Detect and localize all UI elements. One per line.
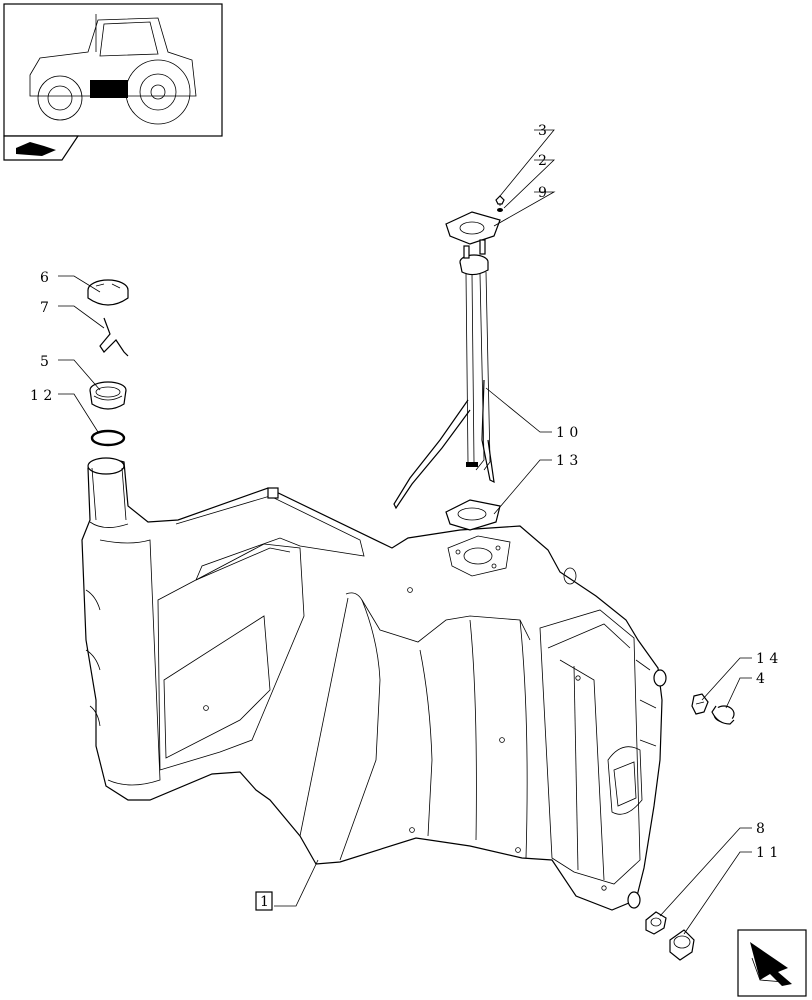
callout-6[interactable]: 6 (40, 270, 49, 286)
callout-11[interactable]: 1 1 (756, 845, 778, 861)
screw[interactable] (495, 195, 505, 206)
drain-cap[interactable] (669, 929, 695, 961)
cap-strap[interactable] (99, 317, 129, 357)
filler-neck-ring[interactable] (89, 381, 127, 410)
o-ring[interactable] (90, 429, 126, 447)
callout-5[interactable]: 5 (40, 354, 49, 370)
fuel-level-sender[interactable] (393, 239, 495, 510)
sender-gasket[interactable] (445, 211, 501, 245)
callout-2[interactable]: 2 (538, 153, 547, 169)
callout-1[interactable]: 1 (260, 894, 269, 910)
callout-9[interactable]: 9 (538, 185, 547, 201)
callout-3[interactable]: 3 (538, 123, 547, 139)
callout-13[interactable]: 1 3 (556, 453, 578, 469)
book-page-icon[interactable] (3, 135, 80, 161)
sender-seal-gasket[interactable] (445, 499, 501, 531)
tractor-thumbnail-icon[interactable] (3, 3, 223, 137)
callout-8[interactable]: 8 (756, 821, 765, 837)
callout-10[interactable]: 1 0 (556, 425, 578, 441)
filler-cap[interactable] (87, 279, 129, 306)
fuel-tank-body[interactable] (81, 457, 667, 911)
leader-lines (58, 129, 752, 935)
next-page-arrow-icon[interactable] (737, 929, 807, 997)
callout-14[interactable]: 1 4 (756, 651, 778, 667)
callout-labels: 3 2 9 6 7 5 1 2 1 0 1 3 1 4 4 8 1 1 1 (30, 123, 778, 911)
callout-7[interactable]: 7 (40, 300, 49, 316)
protective-plug[interactable] (711, 705, 735, 725)
callout-12[interactable]: 1 2 (30, 388, 52, 404)
drain-plug[interactable] (645, 911, 667, 935)
hose-clip[interactable] (691, 693, 709, 715)
callout-4[interactable]: 4 (756, 671, 765, 687)
washer[interactable] (497, 208, 503, 212)
